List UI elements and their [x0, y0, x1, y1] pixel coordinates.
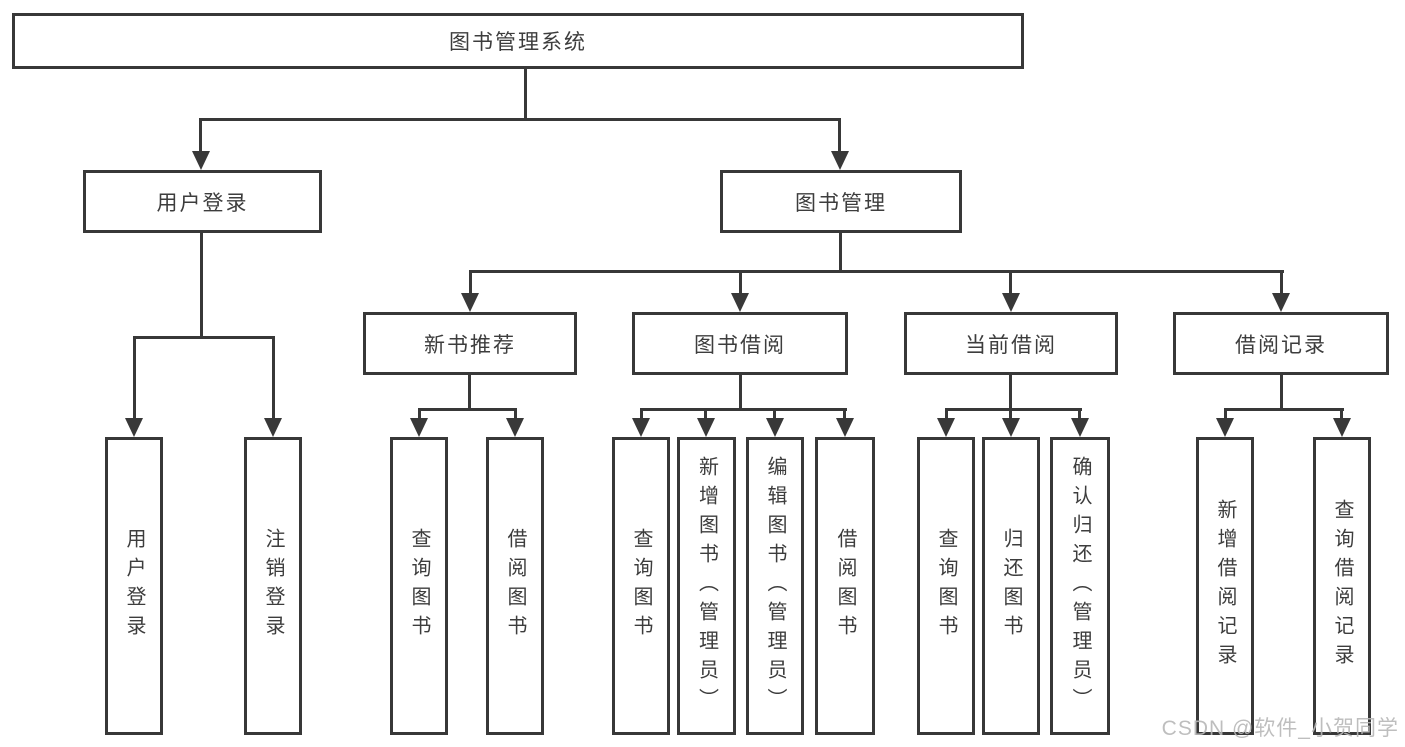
node-label: 查询图书	[630, 528, 652, 644]
arrow-down-icon	[125, 418, 143, 437]
node-label: 图书管理系统	[449, 31, 587, 54]
node-book-management: 图书管理	[720, 170, 962, 233]
arrow-down-icon	[1216, 418, 1234, 437]
node-label: 图书借阅	[694, 333, 786, 357]
arrow-down-icon	[766, 418, 784, 437]
arrow-down-icon	[831, 151, 849, 170]
connector-stem	[468, 375, 471, 411]
node-label: 确认归还（管理员）	[1069, 455, 1091, 717]
arrow-down-icon	[1272, 293, 1290, 312]
leaf-query-books-3: 查询图书	[917, 437, 975, 735]
leaf-query-borrow-record: 查询借阅记录	[1313, 437, 1371, 735]
connector-shaft	[773, 408, 776, 422]
node-label: 查询图书	[408, 528, 430, 644]
node-label: 借阅记录	[1235, 333, 1327, 357]
connector-shaft	[739, 270, 742, 298]
node-label: 用户登录	[156, 191, 249, 215]
arrow-down-icon	[836, 418, 854, 437]
node-label: 新增借阅记录	[1214, 499, 1236, 673]
arrow-down-icon	[410, 418, 428, 437]
leaf-logout: 注销登录	[244, 437, 302, 735]
node-current-borrowing: 当前借阅	[904, 312, 1118, 375]
node-label: 查询图书	[935, 528, 957, 644]
connector-shaft	[1280, 270, 1283, 298]
node-label: 编辑图书（管理员）	[764, 455, 786, 717]
arrow-down-icon	[1002, 293, 1020, 312]
connector-stem	[839, 233, 842, 273]
leaf-edit-book-admin: 编辑图书（管理员）	[746, 437, 804, 735]
leaf-query-books-1: 查询图书	[390, 437, 448, 735]
connector-shaft	[1078, 408, 1081, 422]
arrow-down-icon	[461, 293, 479, 312]
leaf-borrow-books-2: 借阅图书	[815, 437, 875, 735]
connector-shaft	[199, 118, 202, 154]
arrow-down-icon	[264, 418, 282, 437]
node-label: 借阅图书	[504, 528, 526, 644]
connector-shaft	[843, 408, 846, 422]
node-label: 注销登录	[262, 528, 284, 644]
node-label: 用户登录	[123, 528, 145, 644]
connector-shaft	[469, 270, 472, 298]
node-label: 新书推荐	[424, 333, 516, 357]
node-label: 当前借阅	[965, 333, 1057, 357]
node-label: 归还图书	[1000, 528, 1022, 644]
arrow-down-icon	[697, 418, 715, 437]
connector-shaft	[1009, 270, 1012, 298]
connector-root-stem	[524, 68, 527, 121]
connector-stem	[1009, 375, 1012, 411]
arrow-down-icon	[506, 418, 524, 437]
connector-shaft	[704, 408, 707, 422]
leaf-query-books-2: 查询图书	[612, 437, 670, 735]
connector-shaft	[514, 408, 517, 422]
connector-shaft	[418, 408, 421, 422]
arrow-down-icon	[937, 418, 955, 437]
leaf-confirm-return-admin: 确认归还（管理员）	[1050, 437, 1110, 735]
connector-shaft	[945, 408, 948, 422]
leaf-borrow-books-1: 借阅图书	[486, 437, 544, 735]
node-label: 新增图书（管理员）	[695, 455, 718, 717]
leaf-add-book-admin: 新增图书（管理员）	[677, 437, 736, 735]
arrow-down-icon	[1002, 418, 1020, 437]
node-label: 图书管理	[795, 191, 887, 215]
connector-shaft	[1009, 408, 1012, 422]
connector-shaft	[1224, 408, 1227, 422]
connector-split	[1224, 408, 1344, 411]
connector-shaft	[1340, 408, 1343, 422]
arrow-down-icon	[1071, 418, 1089, 437]
connector-stem	[1280, 375, 1283, 411]
node-borrowing-records: 借阅记录	[1173, 312, 1389, 375]
connector-shaft	[640, 408, 643, 422]
csdn-watermark: CSDN @软件_小贺同学	[1161, 717, 1399, 740]
connector-shaft	[133, 336, 136, 422]
node-label: 借阅图书	[834, 528, 856, 644]
connector-split	[133, 336, 275, 339]
node-book-borrowing: 图书借阅	[632, 312, 848, 375]
connector-stem	[200, 233, 203, 339]
arrow-down-icon	[632, 418, 650, 437]
connector-stem	[739, 375, 742, 411]
node-new-book-recommendation: 新书推荐	[363, 312, 577, 375]
connector-shaft	[838, 118, 841, 154]
arrow-down-icon	[192, 151, 210, 170]
connector-split	[469, 270, 1284, 273]
arrow-down-icon	[1333, 418, 1351, 437]
leaf-add-borrow-record: 新增借阅记录	[1196, 437, 1254, 735]
arrow-down-icon	[731, 293, 749, 312]
connector-split	[945, 408, 1082, 411]
connector-shaft	[272, 336, 275, 422]
node-user-login: 用户登录	[83, 170, 322, 233]
leaf-return-book: 归还图书	[982, 437, 1040, 735]
connector-split	[418, 408, 517, 411]
connector-root-split	[199, 118, 841, 121]
node-label: 查询借阅记录	[1331, 499, 1353, 673]
leaf-user-login: 用户登录	[105, 437, 163, 735]
connector-split	[640, 408, 847, 411]
node-library-management-system: 图书管理系统	[12, 13, 1024, 69]
